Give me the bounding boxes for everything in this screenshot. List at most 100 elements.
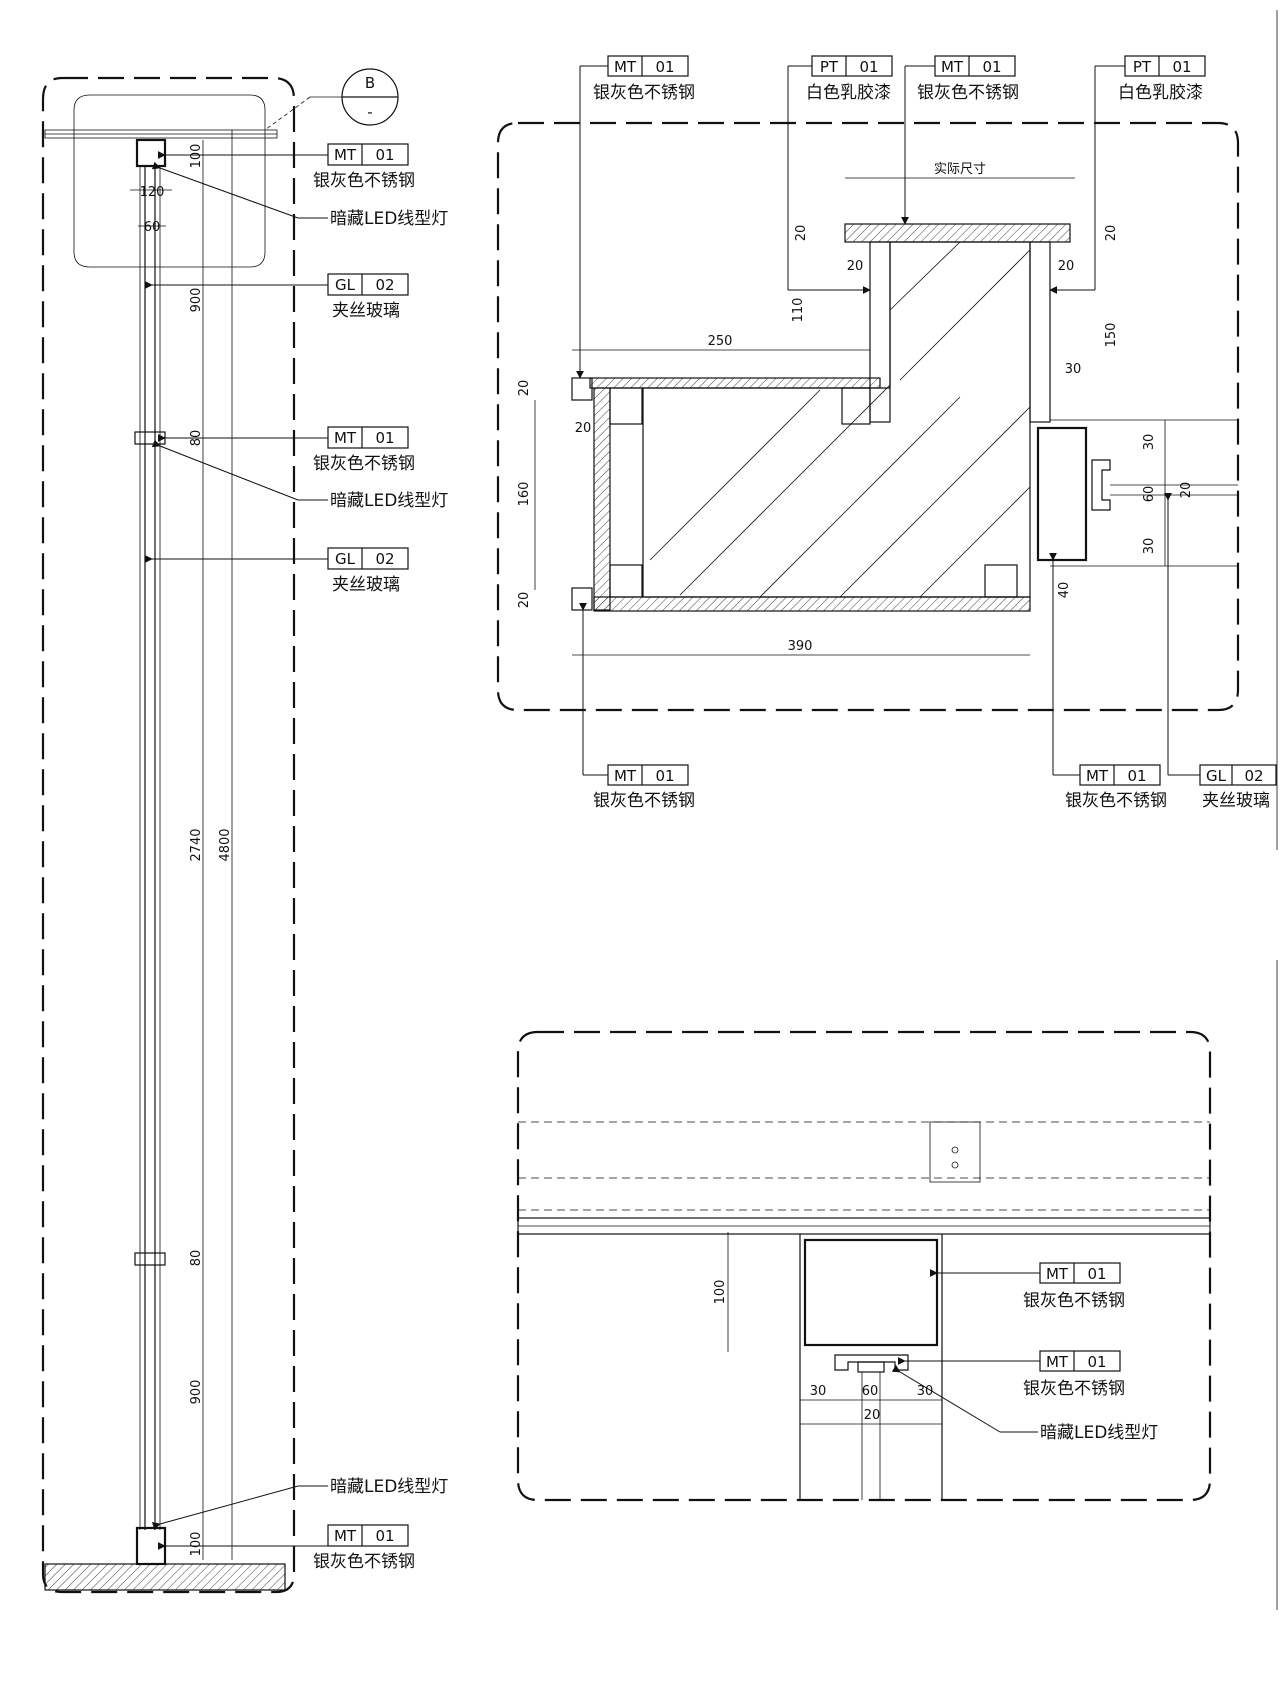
svg-text:白色乳胶漆: 白色乳胶漆: [1118, 83, 1203, 103]
svg-text:MT: MT: [614, 58, 637, 76]
svg-text:GL: GL: [335, 550, 356, 568]
dim-20-upper: 20: [517, 380, 532, 397]
dim-150: 150: [1104, 323, 1119, 348]
svg-text:银灰色不锈钢: 银灰色不锈钢: [313, 171, 415, 191]
svg-text:01: 01: [1127, 767, 1146, 785]
svg-text:01: 01: [1087, 1265, 1106, 1283]
svg-text:01: 01: [375, 146, 394, 164]
dim-80-lower: 80: [189, 1250, 204, 1267]
svg-text:暗藏LED线型灯: 暗藏LED线型灯: [330, 491, 448, 511]
callout-plan-mt01-bottomright: MT 01 银灰色不锈钢: [1049, 552, 1167, 811]
svg-text:白色乳胶漆: 白色乳胶漆: [806, 83, 891, 103]
dim-100-bottom: 100: [189, 1532, 204, 1557]
svg-text:银灰色不锈钢: 银灰色不锈钢: [593, 791, 695, 811]
dim-100-top: 100: [189, 144, 204, 169]
dim-20-c: 20: [1179, 482, 1194, 499]
svg-text:MT: MT: [1046, 1353, 1069, 1371]
svg-text:银灰色不锈钢: 银灰色不锈钢: [1023, 1291, 1125, 1311]
svg-text:MT: MT: [1046, 1265, 1069, 1283]
svg-text:银灰色不锈钢: 银灰色不锈钢: [313, 454, 415, 474]
dim-60-plan: 60: [1142, 486, 1157, 503]
dim-30-right: 30: [917, 1384, 934, 1399]
dim-110: 110: [791, 298, 806, 323]
svg-text:暗藏LED线型灯: 暗藏LED线型灯: [1040, 1423, 1158, 1443]
dim-120: 120: [140, 185, 165, 200]
svg-text:MT: MT: [1086, 767, 1109, 785]
callout-plan-mt01-topleft: MT 01 银灰色不锈钢: [576, 55, 695, 379]
svg-text:GL: GL: [1206, 767, 1227, 785]
callout-plan-pt01-left: PT 01 白色乳胶漆: [787, 55, 893, 294]
svg-text:01: 01: [982, 58, 1001, 76]
dim-900-top: 900: [189, 288, 204, 313]
svg-text:暗藏LED线型灯: 暗藏LED线型灯: [330, 209, 448, 229]
elevation-view: B - 100 120 60 900 80 2740 4800 80 900 1…: [41, 68, 448, 1594]
svg-text:夹丝玻璃: 夹丝玻璃: [332, 575, 400, 595]
callout-led-mid: 暗藏LED线型灯: [151, 439, 448, 511]
dim-60-detail: 60: [862, 1384, 879, 1399]
svg-text:PT: PT: [820, 58, 839, 76]
svg-text:01: 01: [655, 767, 674, 785]
dim-4800: 4800: [218, 828, 233, 861]
svg-text:01: 01: [375, 429, 394, 447]
svg-text:02: 02: [375, 276, 394, 294]
callout-gl02-mid: GL 02 夹丝玻璃: [144, 547, 409, 595]
plan-detail-view: 实际尺寸 20 20 20 20 110 150 250 30 20 20 16…: [496, 55, 1277, 811]
dim-60: 60: [144, 220, 161, 235]
svg-text:01: 01: [1087, 1353, 1106, 1371]
callout-mt01-mid: MT 01 银灰色不锈钢: [157, 426, 415, 474]
svg-text:银灰色不锈钢: 银灰色不锈钢: [313, 1552, 415, 1572]
callout-mt01-top: MT 01 银灰色不锈钢: [157, 143, 415, 191]
section-marker-letter: B: [365, 74, 375, 92]
svg-text:01: 01: [655, 58, 674, 76]
dim-30-a: 30: [1065, 362, 1082, 377]
dim-2740: 2740: [189, 828, 204, 861]
callout-detail-mt01-upper: MT 01 银灰色不锈钢: [929, 1262, 1125, 1311]
dim-20-detail: 20: [864, 1408, 881, 1423]
dim-30-left: 30: [810, 1384, 827, 1399]
svg-text:暗藏LED线型灯: 暗藏LED线型灯: [330, 1477, 448, 1497]
callout-plan-mt01-bottomleft: MT 01 银灰色不锈钢: [579, 602, 695, 811]
svg-text:01: 01: [1172, 58, 1191, 76]
section-marker-sub: -: [367, 103, 372, 121]
svg-text:MT: MT: [334, 429, 357, 447]
callout-detail-led: 暗藏LED线型灯: [891, 1364, 1158, 1443]
dim-160: 160: [517, 482, 532, 507]
dim-20-inner-left: 20: [847, 259, 864, 274]
svg-text:MT: MT: [614, 767, 637, 785]
dim-900-bottom: 900: [189, 1380, 204, 1405]
callout-led-bottom: 暗藏LED线型灯: [151, 1477, 448, 1530]
svg-text:MT: MT: [941, 58, 964, 76]
dim-20-top: 20: [794, 225, 809, 242]
svg-text:银灰色不锈钢: 银灰色不锈钢: [1023, 1379, 1125, 1399]
svg-text:02: 02: [1244, 767, 1263, 785]
callout-plan-mt01-topmid: MT 01 银灰色不锈钢: [901, 55, 1019, 225]
dim-20-inner-right: 20: [1058, 259, 1075, 274]
svg-text:夹丝玻璃: 夹丝玻璃: [332, 301, 400, 321]
callout-plan-pt01-right: PT 01 白色乳胶漆: [1049, 55, 1206, 294]
top-detail-view: 100 30 60 30 20 MT 01 银灰色不锈钢 MT 01 银灰色不锈…: [516, 1030, 1212, 1502]
callout-plan-gl02: GL 02 夹丝玻璃: [1164, 492, 1277, 811]
dim-30-b: 30: [1142, 434, 1157, 451]
svg-text:银灰色不锈钢: 银灰色不锈钢: [917, 83, 1019, 103]
callout-mt01-bottom: MT 01 银灰色不锈钢: [157, 1524, 415, 1572]
svg-text:02: 02: [375, 550, 394, 568]
svg-text:PT: PT: [1133, 58, 1152, 76]
callout-detail-mt01-lower: MT 01 银灰色不锈钢: [897, 1350, 1125, 1399]
svg-text:MT: MT: [334, 1527, 357, 1545]
dim-actual: 实际尺寸: [934, 162, 986, 177]
dim-20-lower: 20: [517, 592, 532, 609]
svg-text:银灰色不锈钢: 银灰色不锈钢: [1065, 791, 1167, 811]
callout-gl02-top: GL 02 夹丝玻璃: [144, 273, 409, 321]
svg-text:MT: MT: [334, 146, 357, 164]
dim-20-mid: 20: [575, 421, 592, 436]
dim-20-right: 20: [1104, 225, 1119, 242]
dim-250: 250: [708, 334, 733, 349]
svg-text:01: 01: [375, 1527, 394, 1545]
svg-text:银灰色不锈钢: 银灰色不锈钢: [593, 83, 695, 103]
dim-100-detail: 100: [713, 1280, 728, 1305]
svg-text:01: 01: [859, 58, 878, 76]
dim-30-c: 30: [1142, 538, 1157, 555]
svg-text:夹丝玻璃: 夹丝玻璃: [1202, 791, 1270, 811]
callout-led-top: 暗藏LED线型灯: [151, 161, 448, 229]
